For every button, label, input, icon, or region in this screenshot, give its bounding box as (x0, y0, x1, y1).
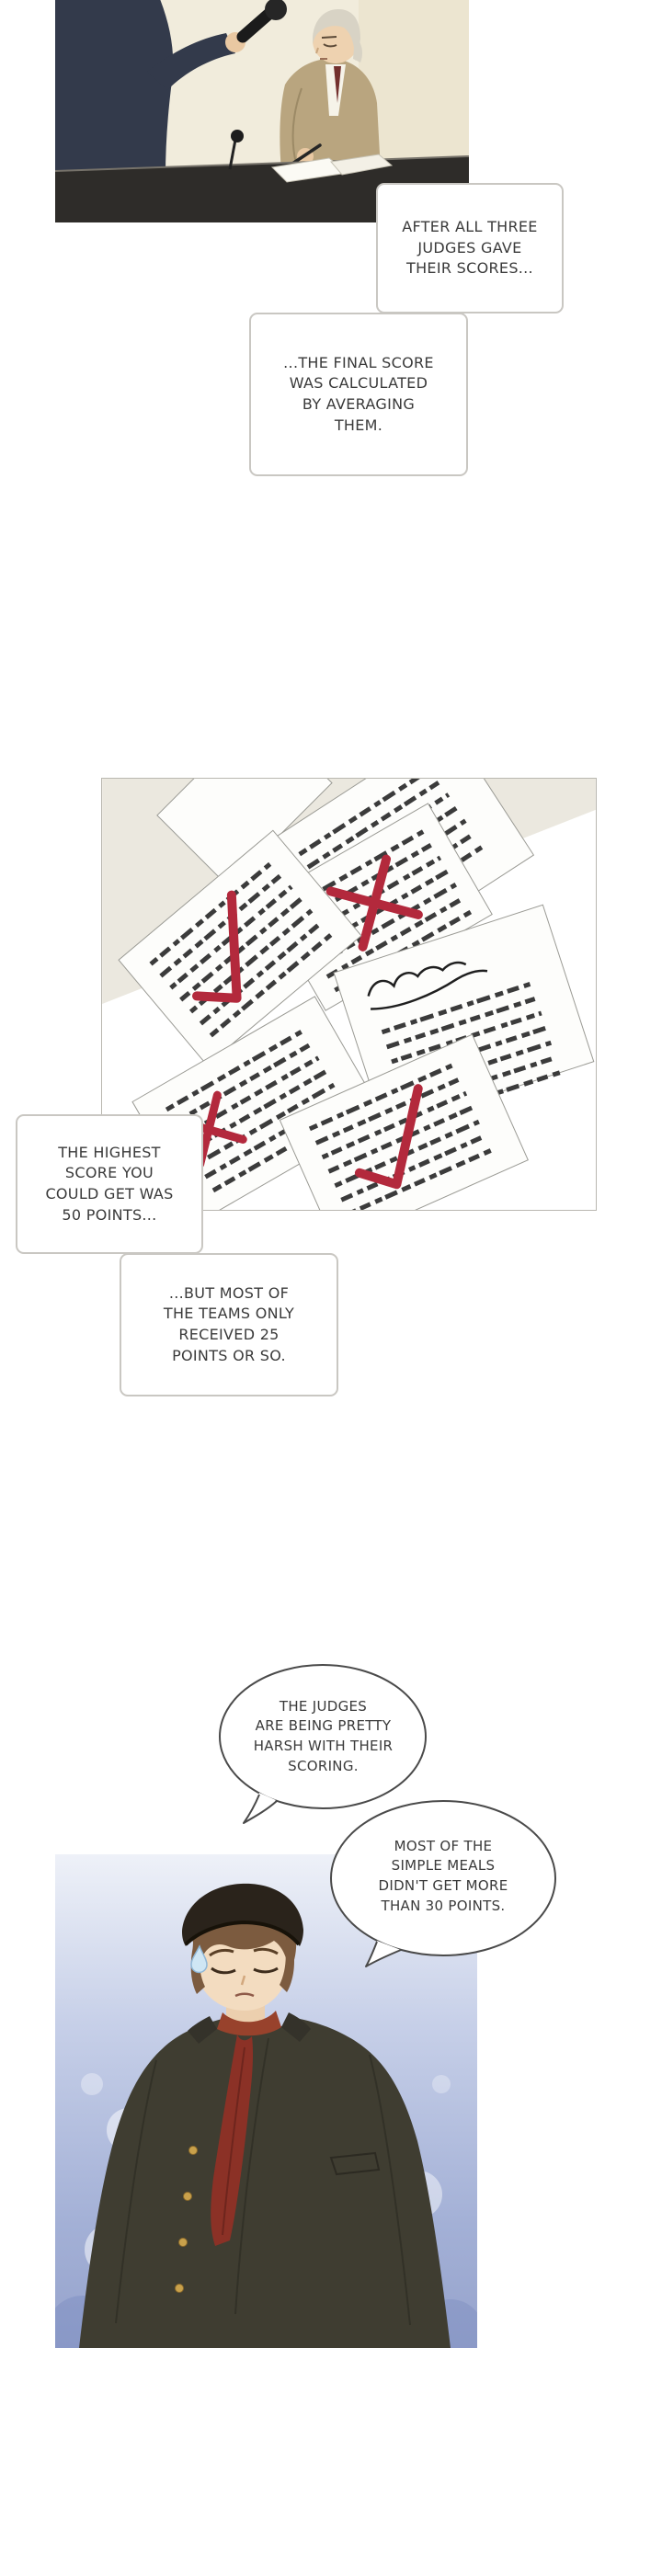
chef-figure (79, 1883, 451, 2348)
signature-scribble (367, 961, 488, 1010)
speech-bubble-2: MOST OF THE SIMPLE MEALS DIDN'T GET MORE… (327, 1797, 559, 1968)
checkmark-icon (354, 1084, 423, 1190)
cross-icon (325, 854, 423, 952)
caption-1-text: AFTER ALL THREE JUDGES GAVE THEIR SCORES… (402, 217, 538, 278)
necktie (334, 66, 341, 103)
judge-right-figure (280, 9, 381, 171)
table-microphone-icon (228, 139, 237, 170)
caption-box-2: ...THE FINAL SCORE WAS CALCULATED BY AVE… (249, 313, 468, 476)
judges-table (55, 130, 469, 222)
pocket-flap (329, 2151, 381, 2176)
judge-left-figure (55, 0, 245, 177)
caption-2-text: ...THE FINAL SCORE WAS CALCULATED BY AVE… (283, 353, 434, 434)
panel-judges (55, 0, 469, 222)
speech-bubble-shape (330, 1800, 556, 1967)
score-sheet (279, 1033, 529, 1210)
brass-buttons (175, 2146, 198, 2293)
sweat-drop-icon (190, 1944, 208, 1974)
caption-box-3: THE HIGHEST SCORE YOU COULD GET WAS 50 P… (16, 1114, 203, 1254)
garrison-cap (182, 1883, 303, 1946)
face-features (209, 1947, 279, 1998)
bubble-tail (244, 1793, 276, 1823)
speech-bubble-2-text: MOST OF THE SIMPLE MEALS DIDN'T GET MORE… (378, 1837, 508, 1914)
checkmark-icon (192, 890, 242, 1003)
caption-box-4: ...BUT MOST OF THE TEAMS ONLY RECEIVED 2… (120, 1253, 338, 1396)
caption-4-text: ...BUT MOST OF THE TEAMS ONLY RECEIVED 2… (163, 1283, 295, 1364)
caption-3-text: THE HIGHEST SCORE YOU COULD GET WAS 50 P… (45, 1143, 174, 1224)
collar-lining (217, 2011, 281, 2036)
microphone-icon (236, 0, 287, 43)
score-paper (330, 154, 394, 176)
score-sheet (118, 829, 362, 1066)
closed-eye (253, 1966, 279, 1974)
speech-bubble-shape (219, 1664, 427, 1824)
pen-icon (291, 143, 322, 165)
gray-hair (313, 9, 360, 61)
judges-illustration (55, 0, 469, 222)
closed-eye (211, 1966, 236, 1975)
necktie (211, 2035, 254, 2246)
speech-bubble-1-text: THE JUDGES ARE BEING PRETTY HARSH WITH T… (253, 1697, 394, 1774)
uniform-coat (79, 2011, 451, 2348)
caption-box-1: AFTER ALL THREE JUDGES GAVE THEIR SCORES… (376, 183, 564, 313)
speech-bubble-1: THE JUDGES ARE BEING PRETTY HARSH WITH T… (216, 1661, 430, 1825)
